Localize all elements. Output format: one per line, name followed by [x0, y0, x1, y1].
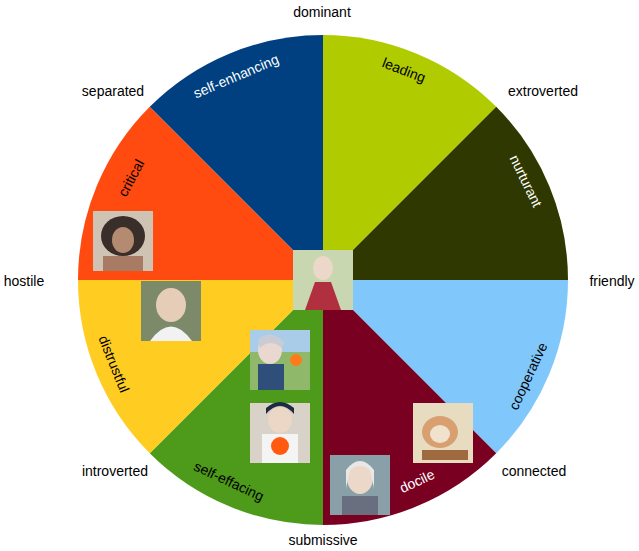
axis-label: dominant [293, 5, 351, 19]
portrait [141, 281, 201, 341]
wedge-fill [78, 280, 323, 453]
wedge-fill [323, 107, 568, 280]
axis-label: extroverted [508, 84, 578, 98]
portrait [293, 250, 353, 310]
portrait [413, 403, 473, 463]
portrait [250, 330, 310, 390]
axis-label: friendly [589, 274, 634, 288]
axis-label: submissive [288, 533, 357, 547]
axis-label: separated [82, 84, 144, 98]
portrait [93, 211, 153, 271]
axis-label: introverted [82, 464, 148, 478]
portrait [330, 455, 390, 515]
wedge-fill [150, 35, 323, 280]
portrait [250, 402, 310, 463]
axis-label: connected [502, 464, 567, 478]
axis-label: hostile [4, 274, 44, 288]
wedge-fill [323, 280, 496, 525]
